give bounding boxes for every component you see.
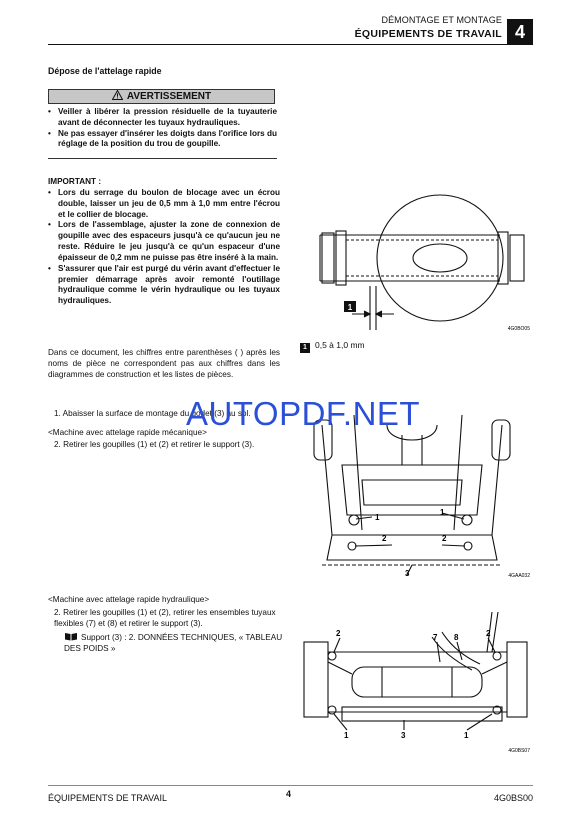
hydraulic-coupler-heading: <Machine avec attelage rapide hydrauliqu… [48,595,210,604]
step-1: 1. Abaisser la surface de montage du god… [54,409,251,418]
step-2-mechanical: 2. Retirer les goupilles (1) et (2) et r… [54,440,255,449]
figure-3-label: 1 [464,731,469,740]
important-item: S'assurer que l'air est purgé du vérin a… [48,264,280,307]
document-code: 4G0BS00 [493,793,533,803]
lock-bolt-clearance-figure: 1 4G0BO05 [319,194,530,332]
warning-label: AVERTISSEMENT [126,91,212,102]
chapter-subtitle: DÉMONTAGE ET MONTAGE [381,15,502,25]
figure-2-label: 1 [440,508,445,517]
figure-3-label: 1 [344,731,349,740]
figure-2-label: 2 [382,534,387,543]
reference-line: Support (3) : 2. DONNÉES TECHNIQUES, « T… [64,632,284,655]
legend-text: 0,5 à 1,0 mm [315,340,365,350]
watermark: AUTOPDF.NET [186,395,421,432]
figure-2-label: 2 [442,534,447,543]
numbering-note: Dans ce document, les chiffres entre par… [48,348,280,379]
important-list: Lors du serrage du boulon de blocage ave… [48,188,280,307]
mechanical-coupler-figure: 1 1 2 2 3 4GAA032 [313,414,530,579]
warning-item: Ne pas essayer d'insérer les doigts dans… [48,129,277,151]
page-number: 4 [286,789,292,799]
figure-3-label: 3 [401,731,406,740]
clearance-callout-label: 1 [348,303,353,312]
hydraulic-coupler-figure: 2 7 8 2 1 3 1 4G0BS07 [303,612,530,754]
section-title: Dépose de l'attelage rapide [48,66,162,76]
warning-item: Veiller à libérer la pression résiduelle… [48,107,277,129]
figure-3-label: 2 [486,629,491,638]
legend-key-1: 1 [300,343,310,353]
figure-1-code: 4G0BO05 [508,326,530,332]
warning-list: Veiller à libérer la pression résiduelle… [48,107,277,150]
book-reference-icon [64,632,78,641]
header-divider [48,44,533,46]
warning-banner: AVERTISSEMENT [48,89,275,104]
figure-2-code: 4GAA032 [508,573,530,579]
footer-divider [48,785,533,786]
figure-3-label: 2 [336,629,341,638]
figure-3-code: 4G0BS07 [508,748,530,754]
footer-section: ÉQUIPEMENTS DE TRAVAIL [48,793,168,803]
step-2-hydraulic: 2. Retirer les goupilles (1) et (2), ret… [54,608,276,628]
mechanical-coupler-heading: <Machine avec attelage rapide mécanique> [48,428,207,437]
chapter-title: ÉQUIPEMENTS DE TRAVAIL [354,28,502,40]
important-title: IMPORTANT : [48,177,102,186]
figure-3-label: 8 [454,633,459,642]
important-item: Lors de l'assemblage, ajuster la zone de… [48,220,280,263]
figure-2-label: 1 [375,513,380,522]
reference-text: Support (3) : 2. DONNÉES TECHNIQUES, « T… [64,633,283,653]
warning-triangle-icon [111,89,124,104]
warning-divider [48,158,277,159]
clearance-callout-box [344,301,356,312]
chapter-number-badge: 4 [507,19,533,45]
figure-1-legend: 1 0,5 à 1,0 mm [300,340,365,353]
figure-3-label: 7 [433,633,438,642]
important-item: Lors du serrage du boulon de blocage ave… [48,188,280,220]
figure-2-label: 3 [405,569,410,578]
